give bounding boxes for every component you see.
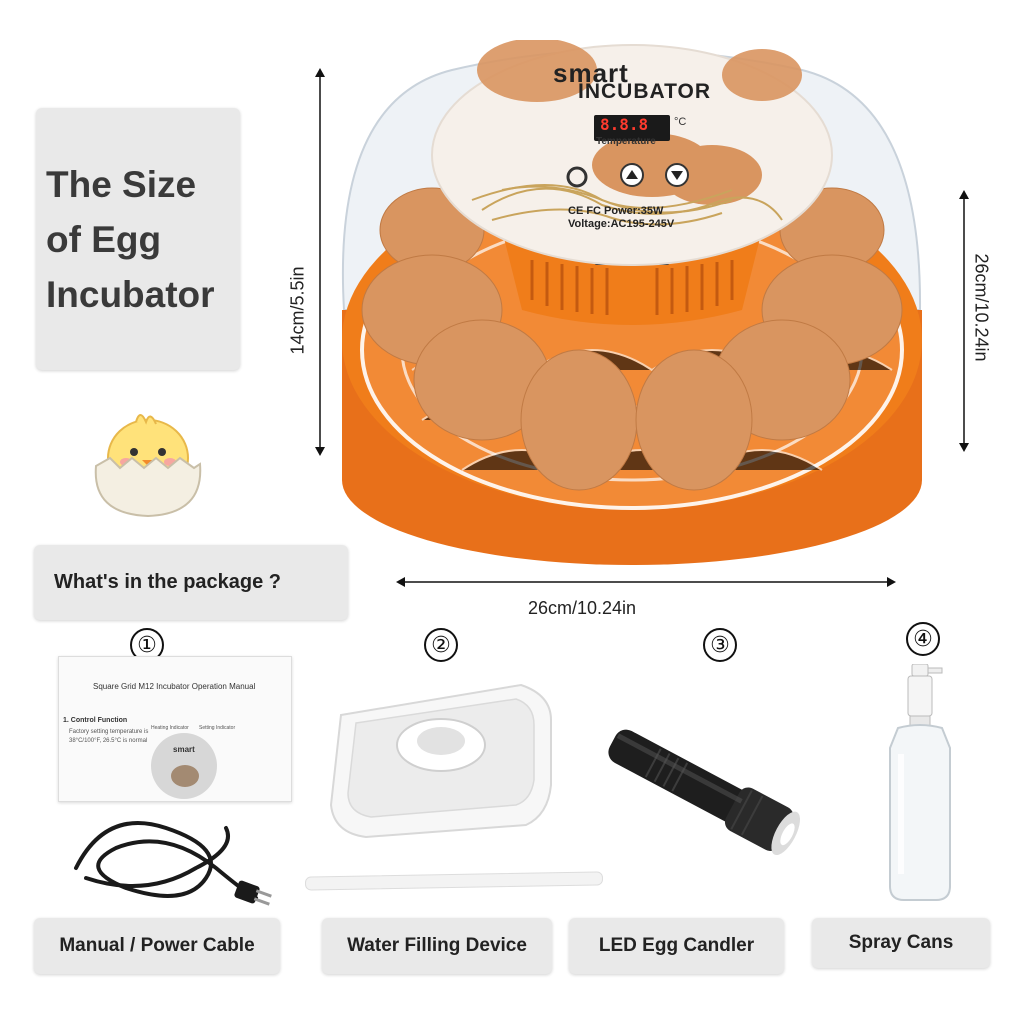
- temperature-label: Temperature: [596, 136, 656, 147]
- depth-dimension-label: 26cm/10.24in: [971, 253, 992, 362]
- cert-text: CE FC Power:35W: [568, 205, 664, 217]
- water-filling-device-image: [329, 683, 552, 839]
- title-box: The Size of Egg Incubator: [36, 108, 240, 370]
- item-label-manual-cable: Manual / Power Cable: [34, 918, 280, 974]
- temperature-display: 8.8.8: [600, 115, 649, 134]
- item-label-water-filling: Water Filling Device: [322, 918, 552, 974]
- incubator-image: [341, 40, 922, 565]
- power-cable-image: [74, 821, 272, 906]
- voltage-text: Voltage:AC195-245V: [568, 218, 675, 230]
- brand-line-1: smart: [553, 58, 629, 88]
- item-label-led-candler: LED Egg Candler: [569, 918, 784, 974]
- manual-title: Square Grid M12 Incubator Operation Manu…: [93, 682, 256, 691]
- width-dimension-arrow: [396, 577, 896, 587]
- manual-section: 1. Control Function: [63, 717, 128, 724]
- item-number-4: ④: [906, 622, 940, 656]
- item-number-3: ③: [703, 628, 737, 662]
- spray-bottle-image: [889, 664, 951, 901]
- manual-image: Square Grid M12 Incubator Operation Manu…: [58, 656, 292, 802]
- chick-icon: [94, 414, 202, 518]
- temperature-unit: °C: [674, 116, 687, 128]
- brand-line-2: INCUBATOR: [578, 80, 712, 103]
- depth-dimension-arrow: [959, 190, 969, 452]
- led-candler-image: [608, 729, 801, 856]
- manual-mini-eggs: [171, 765, 199, 787]
- title-line-1: The Size: [46, 163, 197, 205]
- manual-line-a: Factory setting temperature is: [69, 729, 149, 735]
- manual-set-indicator: Setting Indicator: [199, 725, 236, 731]
- height-dimension-arrow: [315, 68, 325, 456]
- manual-heat-indicator: Heating Indicator: [151, 725, 189, 731]
- title-line-2: of Egg: [46, 218, 162, 260]
- manual-mini-brand: smart: [173, 745, 195, 754]
- item-label-spray-cans: Spray Cans: [812, 918, 990, 968]
- water-tube-image: [304, 871, 604, 891]
- item-number-2: ②: [424, 628, 458, 662]
- height-dimension-label: 14cm/5.5in: [287, 266, 308, 355]
- package-heading: What's in the package ?: [34, 545, 348, 620]
- manual-line-b: 38°C/100°F, 26.5°C is normal: [69, 738, 148, 744]
- manual-device-photo: smart: [151, 733, 217, 799]
- title-line-3: Incubator: [46, 273, 215, 315]
- width-dimension-label: 26cm/10.24in: [528, 598, 637, 618]
